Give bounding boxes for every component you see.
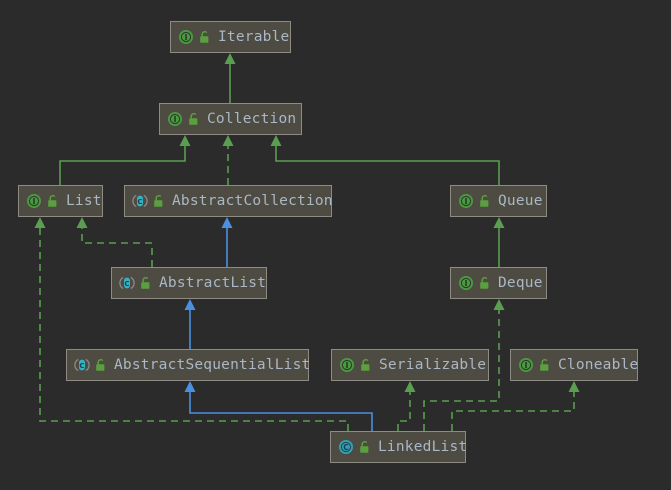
svg-text:I: I (346, 361, 349, 370)
edge-abstractlist-abstractcollection (221, 217, 233, 267)
unlock-icon (359, 358, 372, 372)
edge-abstractlist-list (76, 217, 153, 267)
unlock-icon (152, 194, 165, 208)
class-node-queue[interactable]: I Queue (450, 185, 547, 217)
svg-text:C: C (137, 198, 142, 206)
class-node-label: AbstractCollection (172, 193, 333, 209)
svg-text:I: I (525, 361, 528, 370)
class-node-label: AbstractList (159, 275, 267, 291)
edge-arrowhead (270, 135, 282, 146)
class-node-cloneable[interactable]: I Cloneable (510, 349, 638, 381)
edge-arrowhead (184, 381, 196, 392)
class-node-collection[interactable]: I Collection (159, 103, 302, 135)
abstract-class-icon: C (119, 275, 135, 291)
unlock-icon (538, 358, 551, 372)
svg-text:C: C (343, 443, 349, 452)
edge-arrowhead (568, 381, 580, 392)
edge-arrowhead (184, 299, 196, 310)
interface-icon: I (167, 111, 183, 127)
edge-arrowhead (493, 299, 505, 310)
class-node-abstractsequentiallist[interactable]: C AbstractSequentialList (66, 349, 311, 381)
interface-icon: I (458, 193, 474, 209)
class-node-label: LinkedList (378, 439, 468, 455)
svg-text:I: I (465, 197, 468, 206)
class-node-abstractlist[interactable]: C AbstractList (111, 267, 267, 299)
edge-abstractcollection-collection (222, 135, 234, 185)
edge-linkedlist-list (34, 217, 349, 431)
edge-linkedlist-deque (423, 299, 505, 431)
class-node-label: List (66, 193, 102, 209)
interface-icon: I (178, 29, 194, 45)
class-icon: C (338, 439, 354, 455)
edge-arrowhead (34, 217, 46, 228)
unlock-icon (198, 30, 211, 44)
class-node-label: AbstractSequentialList (114, 357, 311, 373)
edge-linkedlist-cloneable (451, 381, 580, 431)
interface-icon: I (518, 357, 534, 373)
abstract-class-icon: C (132, 193, 148, 209)
edge-linkedlist-asl (184, 381, 373, 431)
class-node-label: Serializable (379, 357, 487, 373)
class-node-label: Queue (498, 193, 543, 209)
unlock-icon (358, 440, 371, 454)
class-node-abstractcollection[interactable]: C AbstractCollection (124, 185, 333, 217)
class-node-label: Cloneable (558, 357, 639, 373)
svg-text:C: C (124, 280, 129, 288)
unlock-icon (139, 276, 152, 290)
abstract-class-icon: C (74, 357, 90, 373)
class-node-label: Collection (207, 111, 297, 127)
svg-text:C: C (79, 362, 84, 370)
edge-arrowhead (222, 135, 234, 146)
class-node-linkedlist[interactable]: C LinkedList (330, 431, 468, 463)
class-node-label: Deque (498, 275, 543, 291)
edge-arrowhead (493, 217, 505, 228)
edge-asl-abstractlist (184, 299, 196, 349)
interface-icon: I (339, 357, 355, 373)
svg-text:I: I (185, 33, 188, 42)
class-node-serializable[interactable]: I Serializable (331, 349, 489, 381)
class-node-deque[interactable]: I Deque (450, 267, 547, 299)
class-node-iterable[interactable]: I Iterable (170, 21, 291, 53)
edge-collection-iterable (224, 53, 236, 103)
edge-arrowhead (224, 53, 236, 64)
edge-deque-queue (493, 217, 505, 267)
unlock-icon (478, 194, 491, 208)
edge-arrowhead (76, 217, 88, 228)
edge-arrowhead (179, 135, 191, 146)
unlock-icon (46, 194, 59, 208)
edge-arrowhead (404, 381, 416, 392)
edge-list-collection (59, 135, 191, 185)
class-node-list[interactable]: I List (18, 185, 103, 217)
edge-arrowhead (221, 217, 233, 228)
edge-linkedlist-serializable (397, 381, 416, 431)
svg-text:I: I (33, 197, 36, 206)
class-node-label: Iterable (218, 29, 290, 45)
unlock-icon (94, 358, 107, 372)
unlock-icon (187, 112, 200, 126)
interface-icon: I (458, 275, 474, 291)
unlock-icon (478, 276, 491, 290)
interface-icon: I (26, 193, 42, 209)
edge-queue-collection (270, 135, 500, 185)
svg-text:I: I (465, 279, 468, 288)
svg-text:I: I (174, 115, 177, 124)
